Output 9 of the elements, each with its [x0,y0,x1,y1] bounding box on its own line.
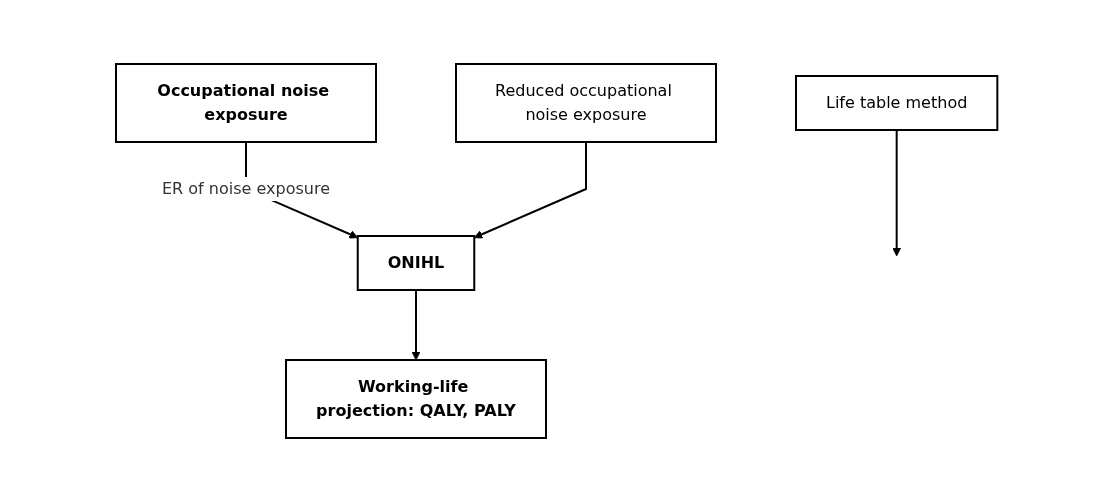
node-box: Life table method [795,75,999,131]
arrow [411,289,421,361]
node-box: Reduced occupational noise exposure [455,63,718,143]
arrow [892,129,902,257]
edge-label: ER of noise exposure [162,179,331,198]
node-box: ONIHL [357,235,476,291]
node-box: Working-life projection: QALY, PALY [285,359,548,439]
arrow [474,141,588,239]
node-box: Occupational noise exposure [115,63,378,143]
